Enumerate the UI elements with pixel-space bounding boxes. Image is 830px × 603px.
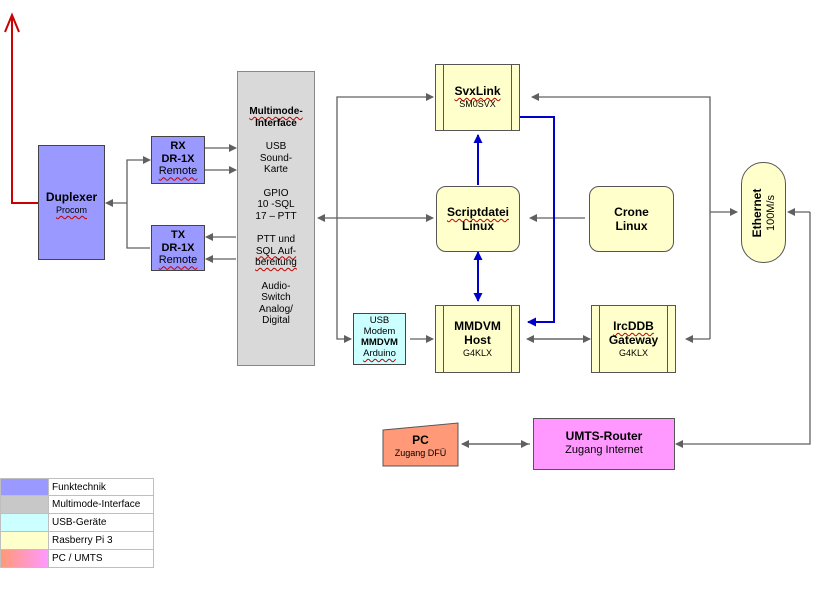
crone-box: Crone Linux [589,186,674,252]
scriptdatei-box: Scriptdatei Linux [436,186,520,252]
tx-box: TX DR-1X Remote [151,225,205,271]
legend-swatch-multimode [1,496,49,513]
ircddb-gateway-box: IrcDDB Gateway G4KLX [591,305,676,373]
legend-label: Multimode-Interface [52,499,141,510]
legend-label: PC / UMTS [52,553,103,564]
crone-l2: Linux [615,218,648,233]
multimode-ptt-2: SQL Auf- [255,245,297,257]
center-links [317,93,591,343]
multimode-interface-box: Multimode- Interface USB Sound- Karte GP… [237,71,315,366]
multimode-title1: Multimode- [249,106,303,117]
legend-swatch-raspberry [1,532,49,549]
legend-row: Multimode-Interface [0,496,154,514]
multimode-gpio-1: GPIO [263,187,289,199]
rx-label: RX [170,140,186,152]
legend-swatch-usb [1,514,49,531]
usb-modem-box: USB Modem MMDVM Arduino [353,313,406,365]
ircddb-l1: IrcDDB [613,319,654,333]
ethernet-links [461,93,811,448]
usb-modem-l4: Arduino [363,347,396,359]
multimode-ptt-1: PTT und [256,234,296,245]
rx-remote: Remote [158,165,198,178]
legend-row: Rasberry Pi 3 [0,532,154,550]
legend-label: Funktechnik [52,482,106,493]
tx-remote: Remote [158,254,198,267]
usb-modem-l2: Modem [363,325,396,337]
umts-router-box: UMTS-Router Zugang Internet [533,418,675,470]
usb-modem-l1: USB [369,315,390,326]
umts-sub: Zugang Internet [565,443,643,456]
multimode-usb-1: USB [265,141,287,152]
multimode-audio-3: Analog/ [259,303,293,315]
pc-sub: Zugang DFÜ [394,447,447,458]
svxlink-sub: SM0SVX [459,98,496,109]
legend-row: PC / UMTS [0,550,154,568]
ethernet-l2: 100M/s [764,194,777,231]
duplexer-links [105,156,151,249]
multimode-audio-2: Switch [261,292,291,303]
mmdvm-host-box: MMDVM Host G4KLX [435,305,520,373]
tx-model: DR-1X [161,241,195,254]
multimode-audio-1: Audio- [261,280,291,292]
scriptdatei-l2: Linux [462,218,494,233]
legend-label: USB-Geräte [52,517,107,528]
legend-row: Funktechnik [0,478,154,496]
usb-modem-l3: MMDVM [361,336,398,348]
ircddb-l2: Gateway [608,332,659,347]
multimode-gpio-3: 17 – PTT [255,210,297,222]
umts-title: UMTS-Router [565,429,643,443]
legend-swatch-funktechnik [1,479,49,495]
scriptdatei-l1: Scriptdatei [446,205,509,219]
multimode-title2: Interface [255,117,297,129]
antenna-arrow-icon [4,12,38,204]
duplexer-box: Duplexer Procom [38,145,105,260]
blue-links [473,116,555,327]
pc-box: PC Zugang DFÜ [383,430,458,466]
multimode-links-left [205,144,237,263]
rx-model: DR-1X [161,152,195,165]
mmdvm-l2: Host [464,332,491,347]
legend: Funktechnik Multimode-Interface USB-Gerä… [0,478,154,568]
tx-label: TX [170,229,186,241]
ethernet-l1: Ethernet [749,188,764,237]
mmdvm-l1: MMDVM [454,319,501,333]
pc-title: PC [412,433,429,447]
svxlink-title: SvxLink [454,84,501,98]
pc-shape [382,422,459,467]
ircddb-sub: G4KLX [618,347,649,358]
multimode-ptt-3: bereitung [255,257,297,268]
mmdvm-sub: G4KLX [462,347,493,358]
multimode-usb-3: Karte [264,164,288,175]
multimode-audio-4: Digital [262,315,290,326]
duplexer-sub: Procom [55,204,87,215]
ethernet-box: Ethernet 100M/s [741,162,786,263]
duplexer-title: Duplexer [45,190,98,204]
svxlink-box: SvxLink SM0SVX [435,64,520,131]
multimode-usb-2: Sound- [259,152,293,164]
rx-box: RX DR-1X Remote [151,136,205,184]
legend-swatch-pc-umts [1,550,49,567]
legend-label: Rasberry Pi 3 [52,535,113,546]
multimode-gpio-2: 10 -SQL [257,199,295,210]
crone-l1: Crone [614,205,649,219]
legend-row: USB-Geräte [0,514,154,532]
